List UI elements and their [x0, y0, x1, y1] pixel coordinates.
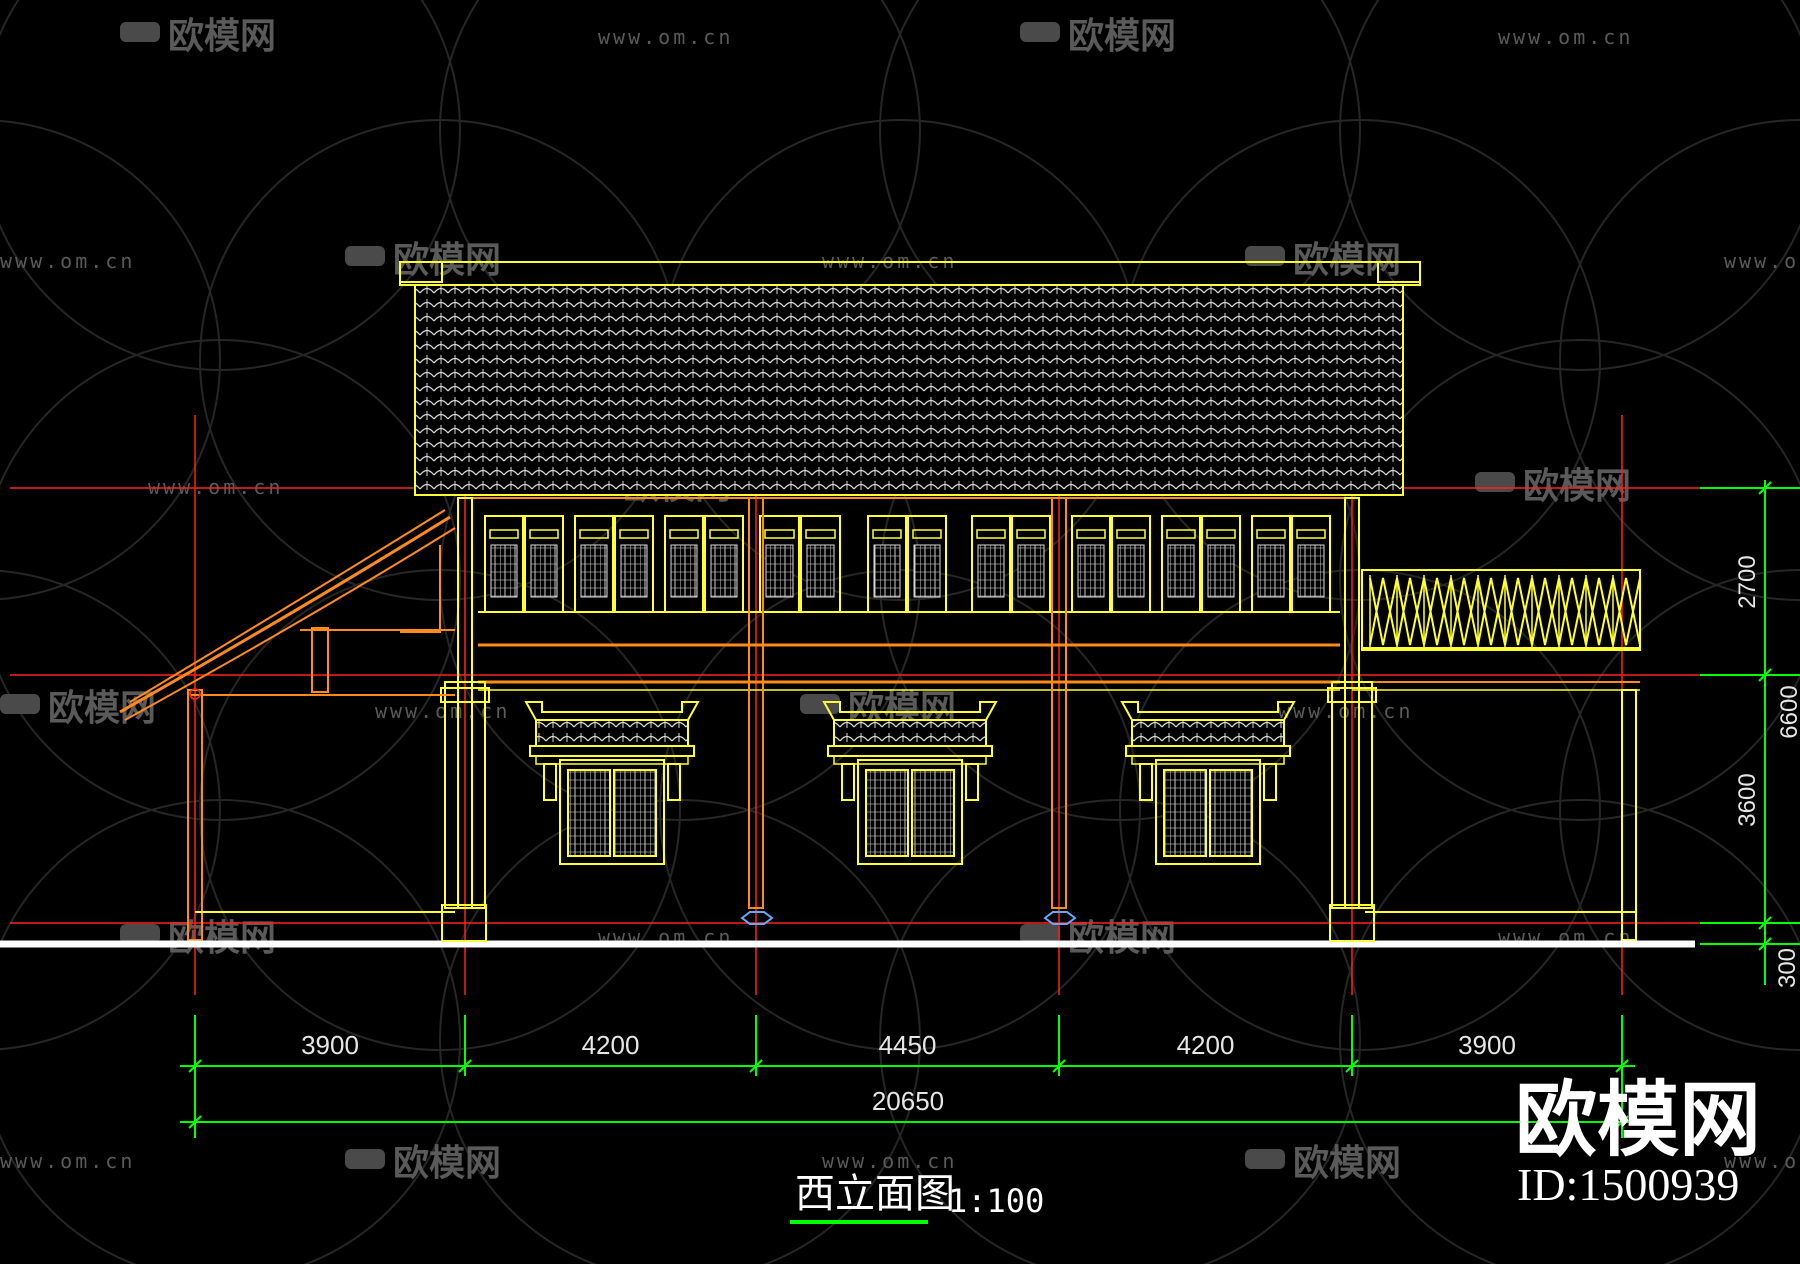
watermark-brand: 欧模网	[393, 240, 501, 281]
drawing-title: 西立面图	[795, 1171, 955, 1217]
side-canopy	[119, 509, 456, 941]
vertical-dimension-label: 300	[1774, 948, 1800, 988]
roof	[399, 261, 1421, 499]
drawing-scale: 1:100	[948, 1182, 1044, 1220]
watermark-brand: 欧模网	[168, 918, 276, 959]
vertical-dimensions: 2700 3600 300 6600	[1700, 480, 1800, 988]
watermark-url: www.om.cn	[822, 1149, 957, 1173]
dimension-label: 3900	[1458, 1030, 1516, 1060]
ornate-window	[524, 701, 700, 865]
vertical-dimension-label: 2700	[1734, 555, 1761, 608]
total-dimension-label: 20650	[872, 1086, 944, 1116]
watermark-brand: 欧模网	[1293, 1143, 1401, 1184]
ground-window-row	[524, 701, 1296, 865]
brand-badge: 欧模网	[1515, 1073, 1761, 1168]
brand-id: ID:1500939	[1517, 1159, 1739, 1210]
watermark-url: www.om.cn	[0, 1149, 135, 1173]
watermark-url: www.om.cn	[598, 25, 733, 49]
upper-window-row	[484, 515, 1331, 613]
watermark-brand: 欧模网	[1293, 240, 1401, 281]
watermark-url: www.om.cn	[148, 475, 283, 499]
watermark-brand: 欧模网	[1068, 918, 1176, 959]
dimension-label: 3900	[301, 1030, 359, 1060]
watermark-url: www.om.cn	[1724, 1149, 1800, 1173]
watermark-brand: 欧模网	[393, 1143, 501, 1184]
watermark-brand: 欧模网	[48, 688, 156, 729]
watermark-url: www.om.cn	[1498, 25, 1633, 49]
watermark-url: www.om.cn	[1724, 249, 1800, 273]
ornate-window	[1120, 701, 1296, 865]
watermark-url: www.om.cn	[0, 249, 135, 273]
watermark-brand: 欧模网	[1523, 466, 1631, 507]
floor-beams	[478, 611, 1640, 691]
horizontal-dimensions: 3900 4200 4450 4200 3900 20650	[180, 1015, 1635, 1138]
dimension-label: 4450	[879, 1030, 937, 1060]
dimension-label: 4200	[582, 1030, 640, 1060]
watermark-brand: 欧模网	[1068, 16, 1176, 57]
column-bases	[441, 904, 1375, 942]
dimension-label: 4200	[1177, 1030, 1235, 1060]
side-balcony	[1361, 569, 1641, 941]
vertical-dimension-label-cut: 6600	[1776, 685, 1800, 738]
ornate-window	[822, 701, 998, 865]
watermark-brand: 欧模网	[168, 16, 276, 57]
vertical-dimension-label: 3600	[1734, 773, 1761, 826]
